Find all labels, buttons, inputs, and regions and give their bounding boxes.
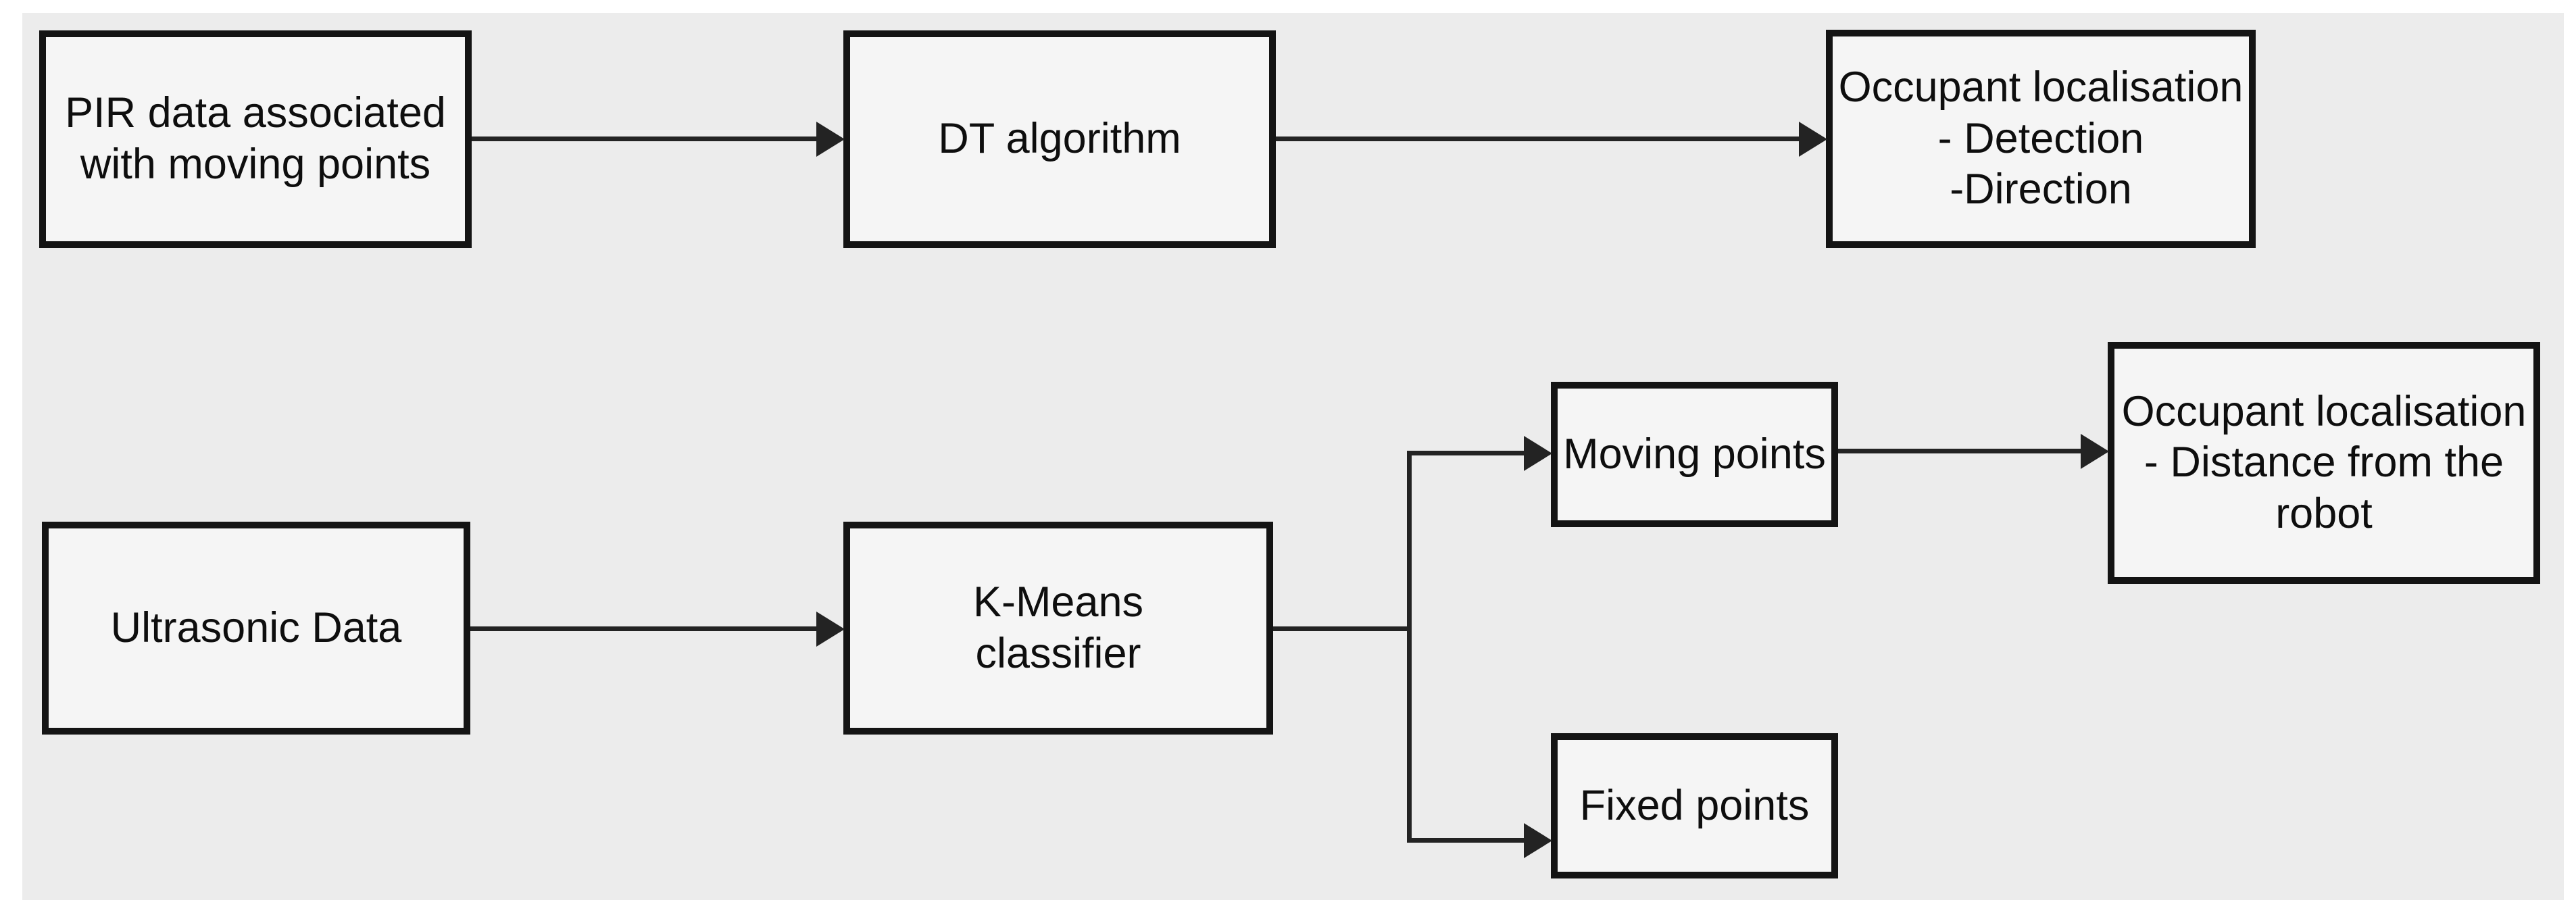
node-text-line: classifier [975,629,1141,677]
node-text-line: K-Means [972,578,1144,626]
node-dt-algorithm: DT algorithm [843,30,1276,248]
arrowhead-icon [1524,436,1552,471]
node-ultrasonic-data: Ultrasonic Data [42,522,470,735]
arrowhead-icon [816,122,845,157]
connector-ultrasonic-kmeans [470,626,816,631]
node-moving-points: Moving points [1551,382,1838,527]
connector-moving-occupant-right [1838,449,2081,453]
node-text-line: -Direction [1950,166,2132,214]
connector-junction-fixed [1407,838,1524,843]
node-text-line: Ultrasonic Data [110,603,402,651]
node-pir-data-label: PIR data associated with moving points [65,88,446,190]
node-fixed-points-label: Fixed points [1580,780,1810,832]
connector-junction-moving [1407,451,1524,455]
arrowhead-icon [816,612,845,647]
node-text-line: Occupant localisation [2121,387,2527,435]
node-text-line: Fixed points [1579,781,1810,829]
arrowhead-icon [1524,823,1552,858]
node-text-line: - Detection [1937,114,2144,162]
node-occupant-localisation-right: Occupant localisation - Distance from th… [2108,342,2540,584]
node-fixed-points: Fixed points [1551,733,1838,878]
node-moving-points-label: Moving points [1563,429,1826,480]
node-ultrasonic-data-label: Ultrasonic Data [111,603,402,654]
node-kmeans-classifier-label: K-Means classifier [973,577,1143,679]
connector-junction-vertical [1407,451,1412,843]
node-text-line: Occupant localisation [1838,64,2244,111]
node-text-line: - Distance from the [2144,439,2504,487]
arrowhead-icon [2081,434,2109,469]
node-occupant-localisation-top: Occupant localisation - Detection -Direc… [1826,30,2256,248]
node-text-line: Moving points [1563,430,1826,478]
node-kmeans-classifier: K-Means classifier [843,522,1273,735]
node-text-line: PIR data associated [65,89,446,137]
node-pir-data: PIR data associated with moving points [39,30,472,248]
connector-kmeans-junction [1273,626,1412,631]
node-dt-algorithm-label: DT algorithm [938,114,1181,165]
connector-pir-dt [472,137,816,141]
connector-dt-occupant-top [1276,137,1799,141]
node-text-line: with moving points [80,141,431,188]
node-occupant-localisation-right-label: Occupant localisation - Distance from th… [2122,387,2527,540]
node-text-line: robot [2275,489,2373,537]
node-occupant-localisation-top-label: Occupant localisation - Detection -Direc… [1839,62,2244,216]
diagram-canvas: PIR data associated with moving points D… [22,13,2564,900]
node-text-line: DT algorithm [938,115,1181,163]
arrowhead-icon [1799,122,1827,157]
